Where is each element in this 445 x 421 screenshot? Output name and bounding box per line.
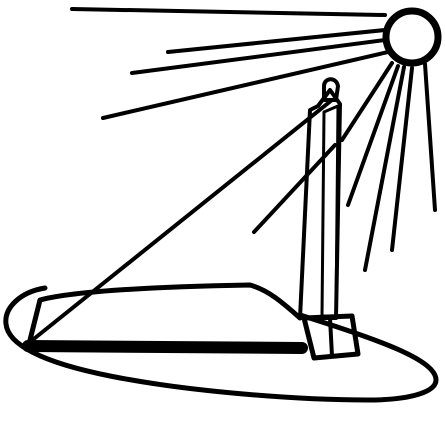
sun-icon: [386, 11, 438, 63]
sun-rays: [72, 9, 435, 270]
sun-ray-icon: [132, 40, 385, 73]
sun-ray-icon: [103, 52, 388, 118]
shadow-icon: [28, 346, 302, 348]
obelisk-icon: [300, 79, 358, 358]
sun-ray-icon: [168, 30, 385, 52]
shadow-icon: [30, 285, 300, 340]
sun-ray-icon: [72, 9, 385, 15]
sun-ray-icon: [425, 64, 435, 210]
sun-ray-icon: [392, 68, 412, 250]
